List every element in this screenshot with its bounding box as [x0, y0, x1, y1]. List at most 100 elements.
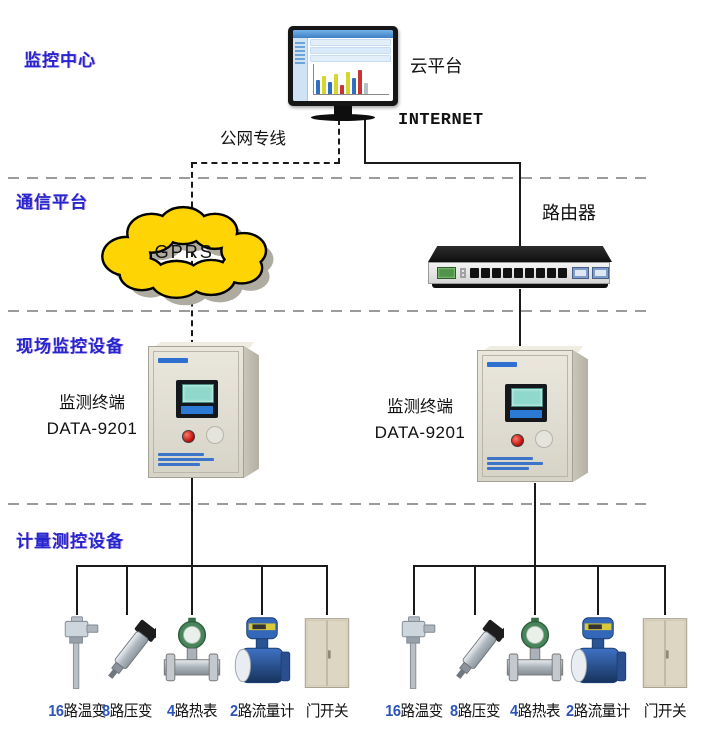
- device-bus-line: [413, 565, 666, 567]
- cabinet-spec-text: [487, 457, 543, 472]
- device-temperature-transmitter: 16路温变: [35, 606, 119, 721]
- device-pressure-transmitter: 8路压变: [433, 606, 517, 721]
- device-label: 2路流量计: [565, 703, 631, 720]
- cabinet-top-face: [152, 342, 254, 348]
- cloud-platform-label: 云平台: [410, 56, 463, 76]
- monitoring-terminal-cabinet-left: [148, 342, 260, 482]
- device-drop-line: [261, 565, 263, 615]
- device-label: 门开关: [643, 703, 687, 720]
- cabinet-display-button-bar: [181, 406, 213, 414]
- device-door-switch: 门开关: [285, 606, 369, 721]
- device-label: 16路温变: [48, 703, 106, 720]
- dashboard-table-row: [310, 39, 391, 46]
- internet-link-line: [364, 119, 366, 164]
- dashboard-header-bar: [293, 30, 393, 38]
- terminal-name: 监测终端: [387, 398, 453, 416]
- device-label: 4路热表: [510, 703, 560, 720]
- cabinet-top-face: [481, 346, 583, 352]
- device-label: 4路热表: [167, 703, 217, 720]
- cabinet-display-button-bar: [510, 410, 542, 418]
- terminal-label-left: 监测终端 DATA-9201: [28, 389, 156, 439]
- cabinet-buzzer: [206, 426, 224, 444]
- dashboard-table-row: [310, 47, 391, 54]
- router-base: [432, 284, 608, 288]
- device-flow-meter: 2路流量计: [220, 606, 304, 721]
- device-drop-line: [76, 565, 78, 615]
- device-label: 16路温变: [385, 703, 443, 720]
- internet-label: INTERNET: [398, 111, 484, 130]
- terminal-to-bus-line: [534, 483, 536, 567]
- gprs-link-line: [191, 162, 193, 346]
- terminal-model: DATA-9201: [46, 419, 138, 438]
- device-drop-line: [664, 565, 666, 615]
- cabinet-display: [176, 380, 218, 418]
- monitor-stand-base: [311, 114, 375, 121]
- layer-divider-3: [8, 503, 648, 505]
- section-label-metering-devices: 计量测控设备: [16, 532, 124, 551]
- monitor-screen-dashboard: [293, 30, 393, 101]
- cabinet-front-door: [477, 350, 573, 482]
- monitor-frame: [288, 26, 398, 106]
- cabinet-red-indicator: [182, 430, 195, 443]
- dashboard-sidebar: [293, 38, 308, 101]
- device-pressure-transmitter: 8路压变: [85, 606, 169, 721]
- gprs-link-line: [191, 162, 340, 164]
- router-indicator-leds: [460, 268, 466, 278]
- cabinet-lcd: [511, 388, 543, 407]
- device-heat-meter: 4路热表: [493, 606, 577, 721]
- terminal-label-right: 监测终端 DATA-9201: [356, 393, 484, 443]
- cabinet-red-indicator: [511, 434, 524, 447]
- section-label-monitoring-center: 监控中心: [24, 51, 96, 70]
- layer-divider-1: [8, 177, 648, 179]
- terminal-to-bus-line: [191, 478, 193, 567]
- device-drop-line: [126, 565, 128, 615]
- router-lcd: [437, 267, 456, 279]
- device-drop-line: [413, 565, 415, 615]
- device-heat-meter: 4路热表: [150, 606, 234, 721]
- device-drop-line: [326, 565, 328, 615]
- layer-divider-2: [8, 310, 648, 312]
- dashboard-table-row: [310, 55, 391, 62]
- device-drop-line: [534, 565, 536, 615]
- device-label: 门开关: [305, 703, 349, 720]
- router-ethernet-ports: [470, 268, 567, 278]
- device-bus-line: [76, 565, 328, 567]
- internet-link-line: [364, 162, 521, 164]
- router-label: 路由器: [542, 203, 596, 223]
- device-label: 8路压变: [450, 703, 500, 720]
- cabinet-display: [505, 384, 547, 422]
- cabinet-brand-logo: [158, 358, 188, 363]
- cabinet-front-door: [148, 346, 244, 478]
- device-drop-line: [474, 565, 476, 615]
- device-label: 2路流量计: [229, 703, 295, 720]
- device-temperature-transmitter: 16路温变: [372, 606, 456, 721]
- cabinet-spec-text: [158, 453, 214, 468]
- gprs-cloud-shape: GPRS: [101, 205, 274, 306]
- monitor-stand-neck: [334, 106, 352, 115]
- device-drop-line: [597, 565, 599, 615]
- terminal-name: 监测终端: [59, 394, 125, 412]
- monitoring-terminal-cabinet-right: [477, 346, 589, 486]
- section-label-field-monitoring: 现场监控设备: [16, 337, 124, 356]
- dashboard-bar-chart: [313, 64, 389, 95]
- router-uplink-modules: [572, 267, 609, 279]
- gprs-label: GPRS: [154, 241, 213, 262]
- section-label-communication-platform: 通信平台: [16, 193, 88, 212]
- door-switch-icon: [623, 606, 707, 696]
- device-door-switch: 门开关: [623, 606, 707, 721]
- router-device: [428, 246, 612, 290]
- device-label: 8路压变: [102, 703, 152, 720]
- cabinet-lcd: [182, 384, 214, 403]
- terminal-model: DATA-9201: [374, 423, 466, 442]
- gprs-link-line: [338, 119, 340, 164]
- device-drop-line: [191, 565, 193, 615]
- router-front-panel: [428, 262, 610, 284]
- router-to-terminal-line: [519, 289, 521, 350]
- monitoring-center-computer: [288, 26, 398, 122]
- door-switch-icon: [285, 606, 369, 696]
- device-flow-meter: 2路流量计: [556, 606, 640, 721]
- internet-link-line: [519, 162, 521, 252]
- cabinet-side-face: [244, 346, 259, 478]
- cabinet-buzzer: [535, 430, 553, 448]
